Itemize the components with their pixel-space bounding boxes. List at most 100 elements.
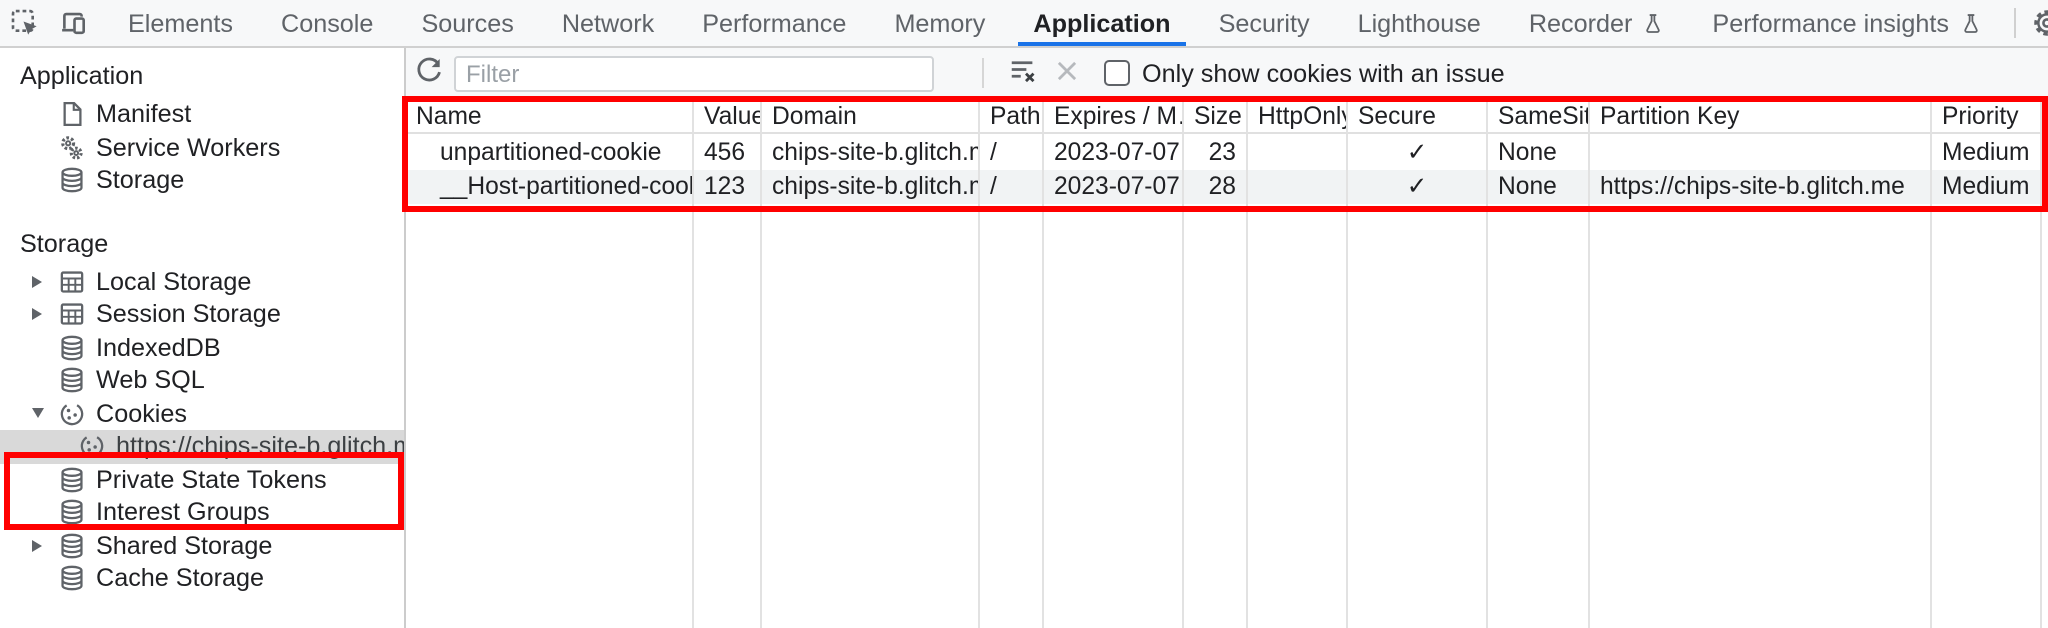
database-icon xyxy=(56,465,86,495)
cookie-row-cell-size[interactable]: 28 xyxy=(1184,169,1248,204)
device-toolbar-button[interactable] xyxy=(48,0,96,46)
column-header-samesite[interactable]: SameSite xyxy=(1488,100,1590,134)
column-header-secure[interactable]: Secure xyxy=(1348,100,1488,134)
cookie-row-cell-expires[interactable]: 2023-07-07… xyxy=(1044,134,1184,169)
refresh-icon xyxy=(413,55,443,91)
empty-grid-column xyxy=(694,204,762,628)
column-header-expires[interactable]: Expires / M… xyxy=(1044,100,1184,134)
chevron-right-icon[interactable] xyxy=(32,539,56,552)
only-show-issue-checkbox[interactable] xyxy=(1104,60,1130,86)
sidebar-item-label: Interest Groups xyxy=(96,498,270,527)
database-icon xyxy=(56,498,86,528)
tabbar-right-controls xyxy=(2005,0,2048,46)
sidebar-item-label: https://chips-site-b.glitch.me xyxy=(116,432,406,461)
cookie-row-cell-samesite[interactable]: None xyxy=(1488,134,1590,169)
cookie-row-cell-secure[interactable]: ✓ xyxy=(1348,169,1488,204)
toolbar-divider xyxy=(982,58,984,88)
cookie-row-cell-path[interactable]: / xyxy=(980,169,1044,204)
filter-input[interactable] xyxy=(454,55,934,91)
cookie-table-area: Name Value Domain Path Expires / M… Size… xyxy=(406,100,2048,628)
column-header-size[interactable]: Size xyxy=(1184,100,1248,134)
application-sidebar: Application Manifest S xyxy=(0,48,406,628)
cookie-row-cell-samesite[interactable]: None xyxy=(1488,169,1590,204)
cookie-row-cell-domain[interactable]: chips-site-b.glitch.me xyxy=(762,169,980,204)
cookie-row-cell-value[interactable]: 123 xyxy=(694,169,762,204)
table-icon xyxy=(56,267,86,297)
empty-grid-column xyxy=(1248,204,1348,628)
column-header-partition-key[interactable]: Partition Key xyxy=(1590,100,1932,134)
cookie-row-cell-name[interactable]: unpartitioned-cookie xyxy=(406,134,694,169)
sidebar-item-label: IndexedDB xyxy=(96,333,221,362)
tab-recorder[interactable]: Recorder xyxy=(1505,0,1689,46)
sidebar-item-cookie-origin[interactable]: https://chips-site-b.glitch.me xyxy=(0,430,404,463)
cookie-row-cell-domain[interactable]: chips-site-b.glitch.me xyxy=(762,134,980,169)
devtools-tabbar: Elements Console Sources Network Perform… xyxy=(0,0,2048,48)
sidebar-item-storage[interactable]: Storage xyxy=(0,164,404,197)
cookie-row-cell-expires[interactable]: 2023-07-07… xyxy=(1044,169,1184,204)
settings-button[interactable] xyxy=(2023,8,2048,38)
delete-all-cookies-button[interactable] xyxy=(1044,57,1088,89)
tab-label: Recorder xyxy=(1528,9,1633,37)
chevron-right-icon[interactable] xyxy=(32,308,56,321)
sidebar-item-shared-storage[interactable]: Shared Storage xyxy=(0,529,404,562)
sidebar-item-interest-groups[interactable]: Interest Groups xyxy=(0,496,404,529)
sidebar-item-cache-storage[interactable]: Cache Storage xyxy=(0,562,404,595)
tab-label: Console xyxy=(281,9,374,37)
column-header-httponly[interactable]: HttpOnly xyxy=(1248,100,1348,134)
sidebar-item-label: Session Storage xyxy=(96,300,281,329)
tab-memory[interactable]: Memory xyxy=(870,0,1009,46)
cookie-row-cell-httponly[interactable] xyxy=(1248,169,1348,204)
sidebar-item-label: Web SQL xyxy=(96,366,205,395)
sidebar-item-label: Storage xyxy=(96,166,185,195)
tab-performance[interactable]: Performance xyxy=(678,0,870,46)
sidebar-item-label: Local Storage xyxy=(96,267,252,296)
document-icon xyxy=(56,100,86,130)
column-header-value[interactable]: Value xyxy=(694,100,762,134)
column-header-name[interactable]: Name xyxy=(406,100,694,134)
tab-sources[interactable]: Sources xyxy=(397,0,537,46)
sidebar-item-indexeddb[interactable]: IndexedDB xyxy=(0,331,404,364)
refresh-button[interactable] xyxy=(406,55,450,91)
tab-network[interactable]: Network xyxy=(538,0,678,46)
sidebar-item-cookies[interactable]: Cookies xyxy=(0,397,404,430)
sidebar-item-private-state-tokens[interactable]: Private State Tokens xyxy=(0,463,404,496)
column-header-priority[interactable]: Priority xyxy=(1932,100,2042,134)
clear-filter-button[interactable] xyxy=(1000,55,1044,91)
cookie-row-cell-size[interactable]: 23 xyxy=(1184,134,1248,169)
sidebar-item-session-storage[interactable]: Session Storage xyxy=(0,298,404,331)
sidebar-item-label: Cookies xyxy=(96,399,187,428)
cookie-row-cell-partition-key[interactable] xyxy=(1590,134,1932,169)
cookie-row-cell-value[interactable]: 456 xyxy=(694,134,762,169)
cookie-row-cell-priority[interactable]: Medium xyxy=(1932,169,2042,204)
cookie-row-cell-secure[interactable]: ✓ xyxy=(1348,134,1488,169)
sidebar-item-service-workers[interactable]: Service Workers xyxy=(0,131,404,164)
tab-application[interactable]: Application xyxy=(1009,0,1194,46)
tab-console[interactable]: Console xyxy=(257,0,397,46)
column-header-domain[interactable]: Domain xyxy=(762,100,980,134)
sidebar-item-manifest[interactable]: Manifest xyxy=(0,98,404,131)
cookie-row-cell-priority[interactable]: Medium xyxy=(1932,134,2042,169)
column-header-path[interactable]: Path xyxy=(980,100,1044,134)
sidebar-item-web-sql[interactable]: Web SQL xyxy=(0,364,404,397)
database-icon xyxy=(56,564,86,594)
chevron-right-icon[interactable] xyxy=(32,275,56,288)
tab-lighthouse[interactable]: Lighthouse xyxy=(1334,0,1505,46)
inspect-element-button[interactable] xyxy=(0,0,48,46)
tab-security[interactable]: Security xyxy=(1195,0,1334,46)
experiment-flask-icon xyxy=(1959,11,1981,35)
sidebar-item-label: Private State Tokens xyxy=(96,465,327,494)
database-icon xyxy=(56,366,86,396)
cookie-row-cell-name[interactable]: __Host-partitioned-cookie xyxy=(406,169,694,204)
sidebar-item-local-storage[interactable]: Local Storage xyxy=(0,265,404,298)
empty-grid-column xyxy=(1184,204,1248,628)
chevron-down-icon[interactable] xyxy=(32,408,56,419)
service-worker-icon xyxy=(56,133,86,163)
tab-performance-insights[interactable]: Performance insights xyxy=(1688,0,2005,46)
cookie-row-cell-httponly[interactable] xyxy=(1248,134,1348,169)
cookies-pane: Only show cookies with an issue Name Val… xyxy=(402,48,2048,628)
cookie-row-cell-path[interactable]: / xyxy=(980,134,1044,169)
cookie-row-cell-partition-key[interactable]: https://chips-site-b.glitch.me xyxy=(1590,169,1932,204)
tab-elements[interactable]: Elements xyxy=(104,0,257,46)
sidebar-item-label: Cache Storage xyxy=(96,564,265,593)
sidebar-item-label: Shared Storage xyxy=(96,531,273,560)
